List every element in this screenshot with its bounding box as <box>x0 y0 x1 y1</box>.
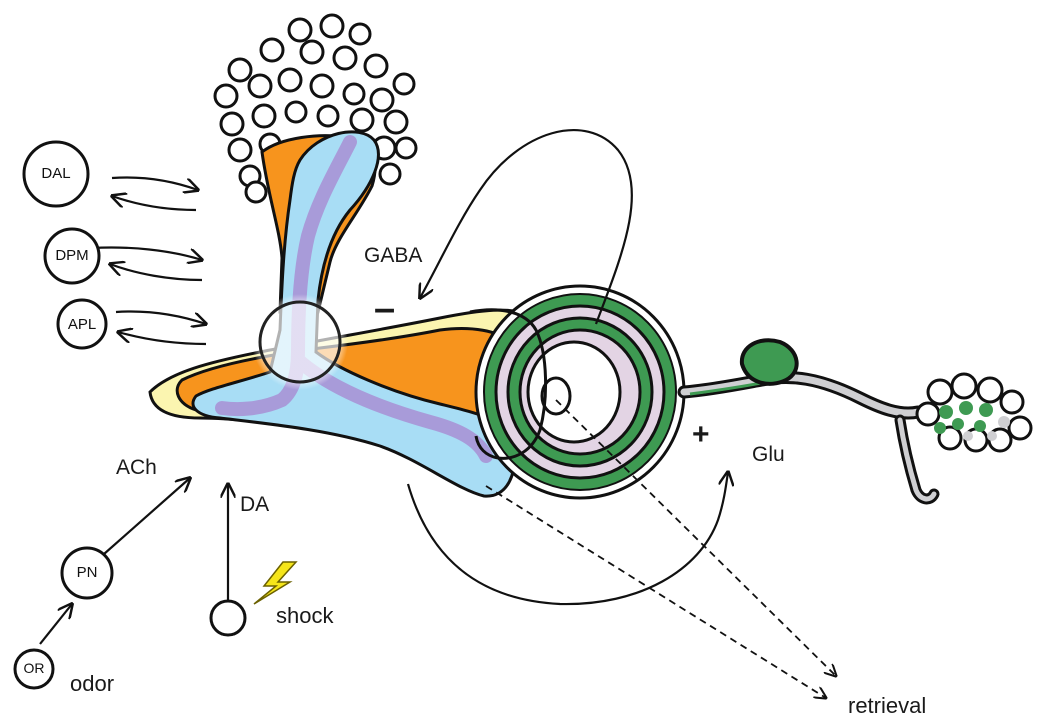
output-neuron <box>684 340 1031 499</box>
ach-label: ACh <box>116 457 157 478</box>
or-neuron-label: OR <box>20 661 48 675</box>
inhibition-sign: – <box>374 290 395 328</box>
da-label: DA <box>240 494 269 515</box>
dal-neuron-label: DAL <box>32 166 80 181</box>
dpm-neuron-label: DPM <box>50 248 94 263</box>
excitation-sign: + <box>692 420 710 450</box>
odor-label: odor <box>70 673 114 695</box>
pn-neuron-label: PN <box>70 565 104 580</box>
junction-glow <box>252 294 348 390</box>
gaba-label: GABA <box>364 245 422 266</box>
lightning-bolt-icon <box>254 562 296 604</box>
output-ring <box>476 286 684 498</box>
retrieval-label: retrieval <box>848 695 926 717</box>
shock-label: shock <box>276 605 333 627</box>
glu-label: Glu <box>752 444 785 465</box>
apl-neuron-label: APL <box>62 317 102 332</box>
